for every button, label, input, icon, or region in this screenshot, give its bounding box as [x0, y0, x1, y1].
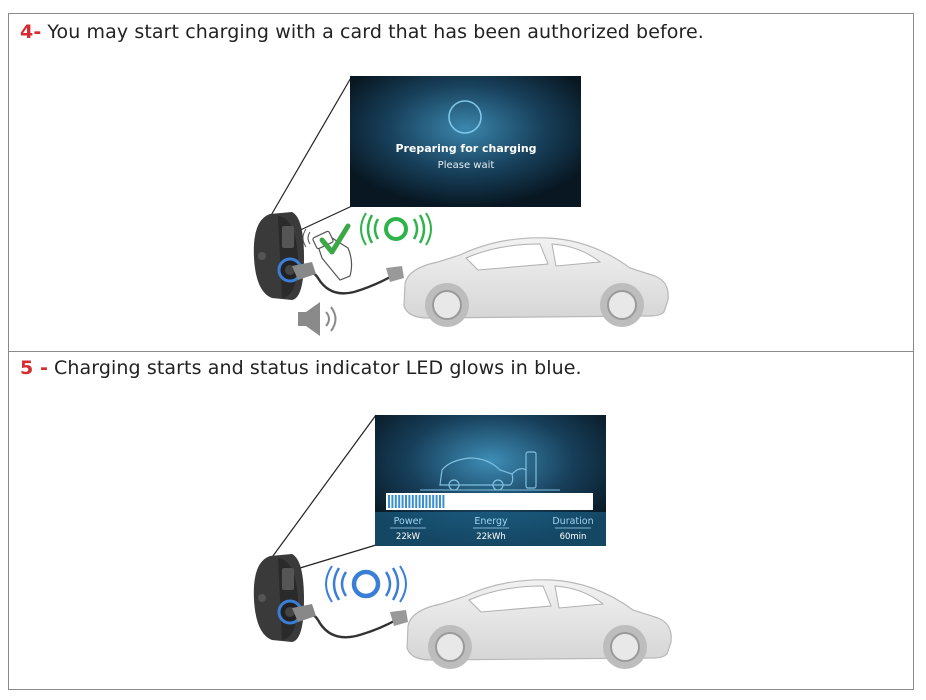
progress-segment [425, 495, 428, 508]
progress-segment [435, 495, 438, 508]
progress-segment [411, 495, 414, 508]
speaker-icon [298, 302, 337, 336]
progress-bar [386, 493, 593, 510]
screen-subtitle: Please wait [438, 160, 495, 171]
stat-label-duration: Duration [552, 516, 593, 527]
section-divider [8, 351, 914, 352]
progress-segment [415, 495, 418, 508]
charger-screen-charging [375, 415, 606, 546]
screen-car-icon [439, 457, 514, 486]
progress-segment [401, 495, 404, 508]
progress-segment [408, 495, 411, 508]
stat-value-power: 22kW [396, 532, 421, 542]
progress-segment [418, 495, 421, 508]
stat-value-duration: 60min [560, 532, 587, 542]
progress-segment [394, 495, 397, 508]
step-5-number: 5 - [20, 357, 49, 379]
stat-label-power: Power [394, 516, 423, 527]
progress-segment [439, 495, 441, 508]
progress-segment [442, 495, 445, 508]
progress-segment [388, 495, 390, 508]
checkmark-icon [319, 223, 351, 255]
step-4-illustration: Preparing for charging Please wait [253, 75, 669, 336]
electric-car [403, 237, 669, 327]
progress-segment [398, 495, 401, 508]
callout-line [299, 544, 377, 569]
loading-spinner-icon [448, 100, 482, 134]
progress-fill [388, 495, 445, 508]
led-green-signal-icon [360, 212, 432, 246]
progress-segment [432, 495, 435, 508]
stat-label-energy: Energy [474, 516, 508, 527]
step-4-heading: 4-You may start charging with a card tha… [20, 21, 704, 43]
screen-title: Preparing for charging [395, 142, 536, 155]
wallbox-charger [253, 212, 304, 300]
callout-line [265, 75, 353, 225]
step-5-text: Charging starts and status indicator LED… [54, 357, 582, 379]
callout-line [269, 414, 377, 561]
progress-segment [422, 495, 424, 508]
stat-value-energy: 22kWh [476, 532, 506, 542]
progress-segment [391, 495, 394, 508]
step-4-text: You may start charging with a card that … [47, 21, 704, 43]
step-4-number: 4- [20, 21, 42, 43]
step-5-heading: 5 -Charging starts and status indicator … [20, 357, 582, 379]
electric-car [406, 579, 672, 669]
progress-segment [428, 495, 431, 508]
progress-segment [405, 495, 407, 508]
wallbox-charger [253, 554, 304, 642]
callout-line [295, 205, 353, 233]
led-blue-signal-icon [325, 565, 407, 603]
charging-stats: Power 22kW Energy 22kWh Duration 60min [390, 516, 594, 542]
charger-screen-preparing: Preparing for charging Please wait [350, 76, 581, 207]
